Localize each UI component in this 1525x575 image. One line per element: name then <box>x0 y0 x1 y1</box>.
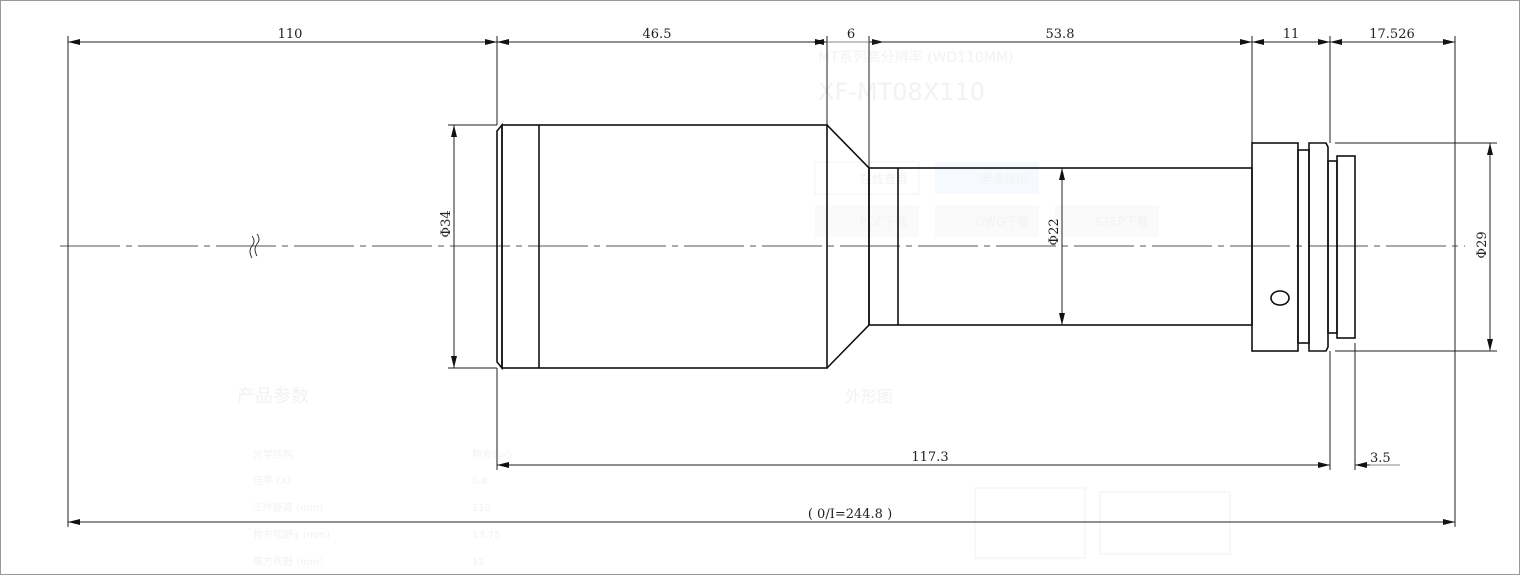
ghost-button-label: 申请试用 <box>980 171 1028 186</box>
ghost-param-value: 11 <box>472 557 485 568</box>
screw-hole <box>1270 290 1290 306</box>
ghost-param-label: 物方视野φ (mm) <box>253 528 330 541</box>
dim-53-8: 53.8 <box>1046 27 1075 42</box>
ghost-series: MT系列高分辨率 (WD110MM) <box>818 49 1014 66</box>
ghost-param-label: 倍率 (X) <box>253 474 291 487</box>
dim-dia22: Φ22 <box>1047 218 1062 245</box>
ghost-button <box>1055 205 1159 237</box>
ghost-button-label: PDF下载 <box>860 215 907 229</box>
dim-110: 110 <box>278 27 303 42</box>
dim-17-526: 17.526 <box>1369 27 1415 42</box>
ghost-button-label: STEP下载 <box>1095 215 1149 229</box>
dim-3-5: 3.5 <box>1370 451 1391 466</box>
break-symbol <box>249 233 260 259</box>
lens-body <box>496 122 1356 371</box>
ghost-param-value: 0.8 <box>472 476 488 487</box>
ghost-button <box>935 205 1039 237</box>
ghost-param-label: 像方视野 (mm) <box>253 555 324 568</box>
ghost-button-label: 在线查看 <box>860 172 908 186</box>
ghost-model: XF-MT08X110 <box>818 78 985 106</box>
dim-117-3: 117.3 <box>911 450 948 465</box>
ghost-param-label: 光学结构 <box>253 448 293 461</box>
dim-dia34: Φ34 <box>439 210 454 237</box>
ghost-button <box>815 205 919 237</box>
ghost-param-value: 110 <box>472 503 491 514</box>
dim-6: 6 <box>847 27 855 42</box>
dim-dia29: Φ29 <box>1475 231 1490 258</box>
ghost-param-value: 13.75 <box>472 530 501 541</box>
dim-46-5: 46.5 <box>643 27 672 42</box>
ghost-webpage: MT系列高分辨率 (WD110MM) XF-MT08X110 在线查看 申请试用… <box>237 49 1231 568</box>
ghost-button <box>814 161 920 195</box>
dim-total-length: ( 0/I=244.8 ) <box>808 507 892 522</box>
ghost-param-label: 工作距离 (mm) <box>253 501 324 514</box>
extension-lines <box>67 36 1497 527</box>
ghost-button-label: DWG下载 <box>975 215 1029 229</box>
dim-11: 11 <box>1283 27 1300 42</box>
ghost-params-title: 产品参数 <box>237 386 309 407</box>
ghost-outline-title: 外形图 <box>845 387 893 406</box>
ghost-param-value: 物方远心 <box>472 448 512 461</box>
